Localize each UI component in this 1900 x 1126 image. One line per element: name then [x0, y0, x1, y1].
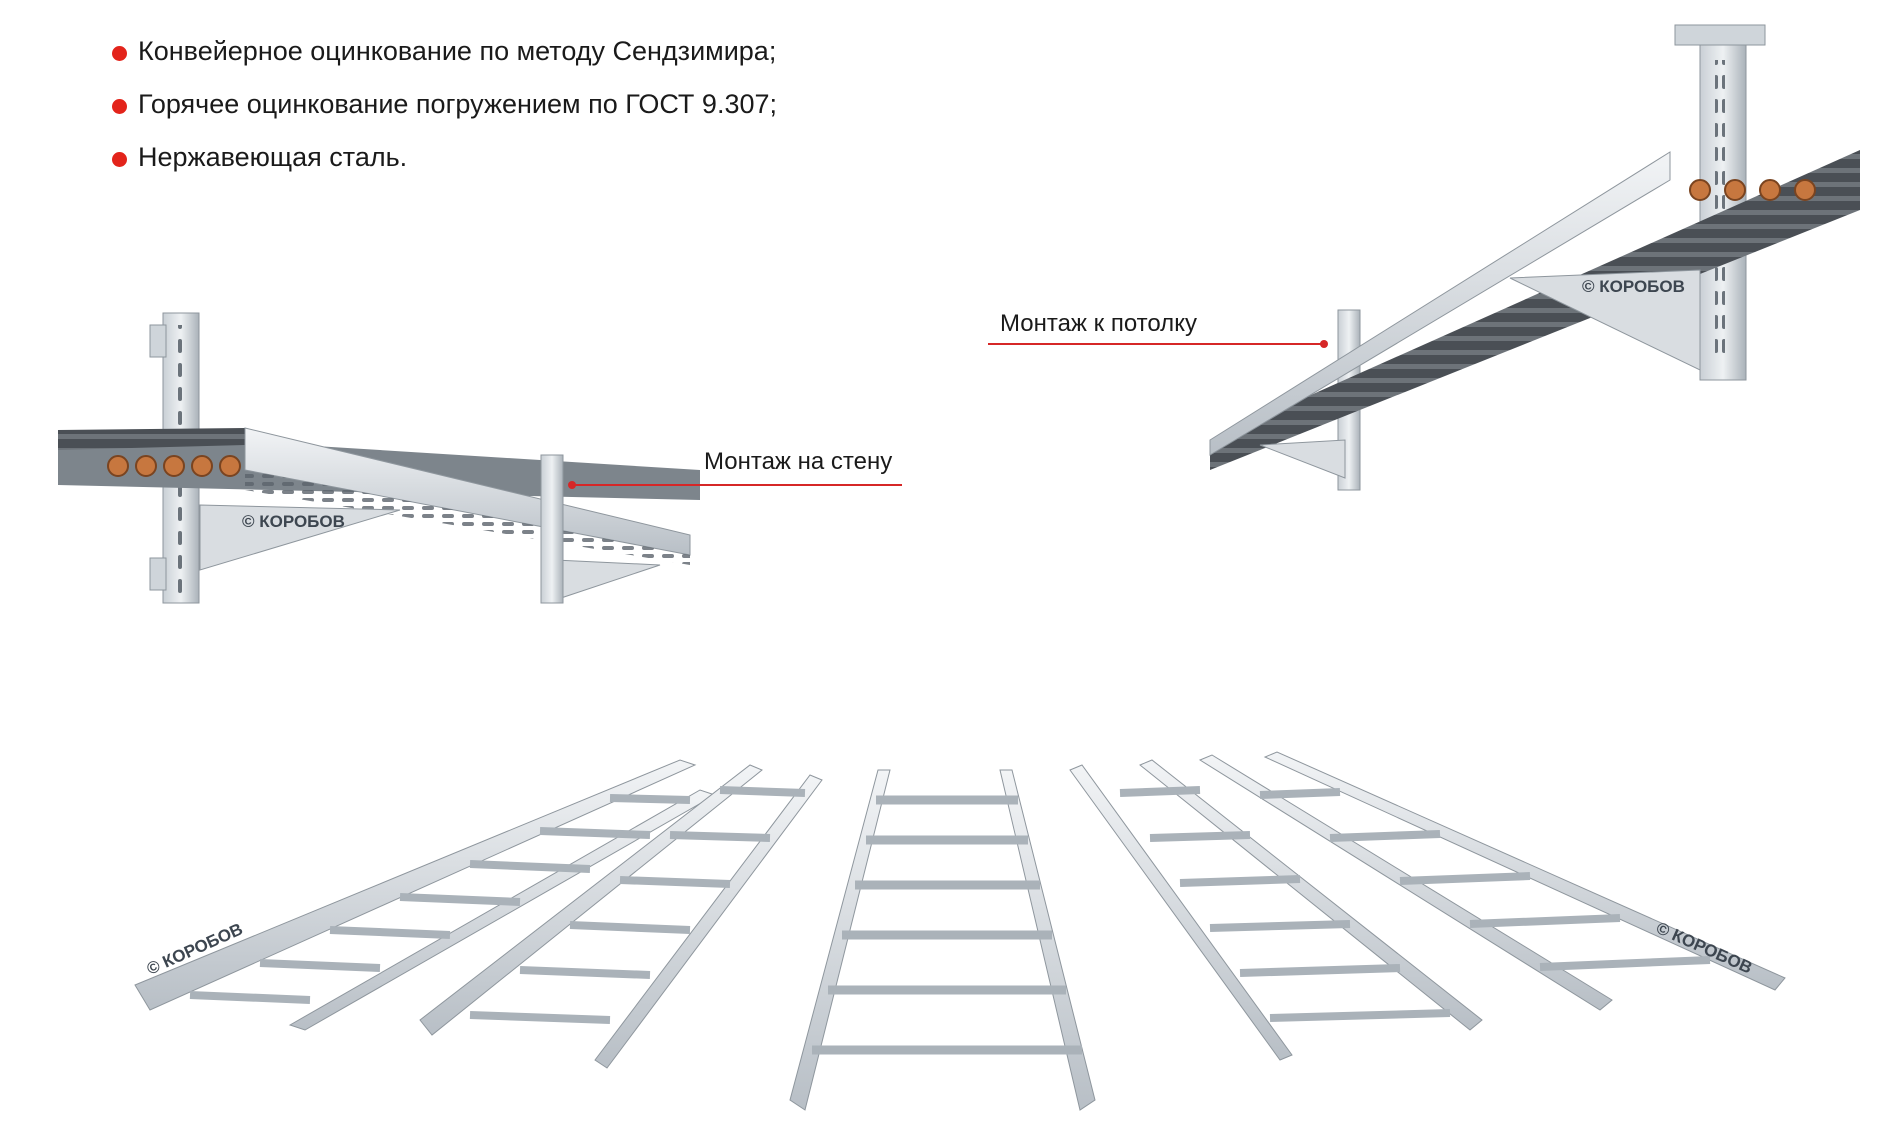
ladder-tray: [789, 769, 1096, 1111]
callout-ceiling-mount: Монтаж к потолку: [1000, 310, 1197, 337]
wall-mount-illustration: © КОРОБОВ: [58, 312, 700, 604]
callout-dot-icon: [1320, 340, 1328, 348]
ladder-trays-illustration: © КОРОБОВ: [134, 751, 1786, 1111]
watermark-text: © КОРОБОВ: [242, 512, 345, 531]
callout-wall-mount: Монтаж на стену: [704, 448, 893, 475]
ladder-tray: [419, 764, 823, 1069]
watermark-text: © КОРОБОВ: [1582, 277, 1685, 296]
feature-list: Конвейерное оцинкование по методу Сендзи…: [112, 38, 777, 197]
feature-text: Горячее оцинкование погружением по ГОСТ …: [138, 89, 777, 119]
red-bullet-icon: [112, 152, 127, 167]
feature-text: Нержавеющая сталь.: [138, 142, 408, 172]
callout-leader-line: [988, 343, 1324, 345]
red-bullet-icon: [112, 99, 127, 114]
watermark-text: © КОРОБОВ: [1653, 918, 1755, 977]
ladder-tray: [1069, 759, 1483, 1061]
feature-item: Конвейерное оцинкование по методу Сендзи…: [112, 38, 777, 91]
feature-item: Горячее оцинкование погружением по ГОСТ …: [112, 91, 777, 144]
red-bullet-icon: [112, 46, 127, 61]
ceiling-mount-illustration: © КОРОБОВ: [1209, 24, 1860, 491]
ladder-tray: © КОРОБОВ: [134, 759, 717, 1031]
feature-item: Нержавеющая сталь.: [112, 144, 777, 197]
callout-leader-line: [572, 484, 902, 486]
feature-text: Конвейерное оцинкование по методу Сендзи…: [138, 36, 777, 66]
